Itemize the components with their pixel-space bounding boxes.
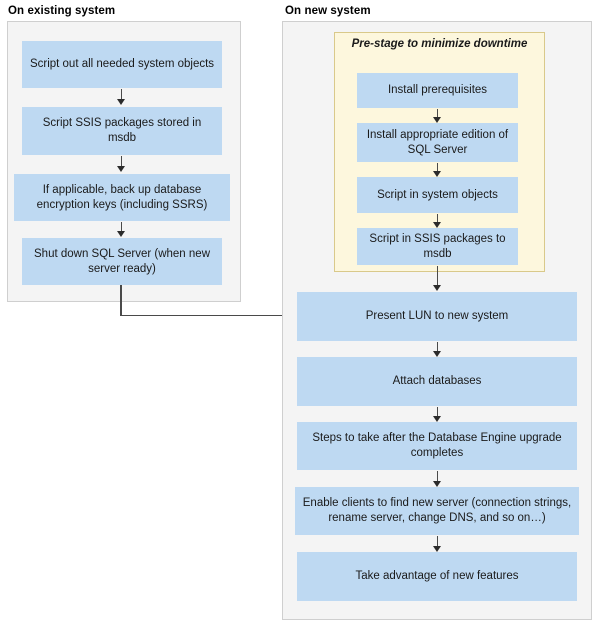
step-enable-clients-find-new-server[interactable]: Enable clients to find new server (conne… [295, 487, 579, 535]
step-present-lun[interactable]: Present LUN to new system [297, 292, 577, 341]
arrow-enable-clients-to-new-features [432, 536, 443, 552]
arrow-prereqs-to-edition [432, 109, 443, 123]
arrow-prestage-to-present-lun [432, 266, 443, 292]
pre-stage-group-title: Pre-stage to minimize downtime [351, 38, 528, 50]
step-label: Enable clients to find new server (conne… [302, 497, 572, 524]
step-label: Script SSIS packages stored in msdb [42, 117, 202, 144]
step-label: Install appropriate edition of SQL Serve… [366, 128, 509, 156]
arrow-script-ssis-to-backup-keys [116, 156, 127, 173]
arrow-script-objects-to-script-ssis [116, 89, 127, 106]
connector-existing-to-new-system [120, 285, 300, 321]
step-install-sql-server-edition[interactable]: Install appropriate edition of SQL Serve… [357, 123, 518, 162]
step-attach-databases[interactable]: Attach databases [297, 357, 577, 406]
step-label: If applicable, back up database encrypti… [36, 183, 208, 211]
arrow-attach-databases-to-post-upgrade-steps [432, 407, 443, 422]
arrow-script-in-system-objects-to-script-in-ssis [432, 214, 443, 228]
step-label: Take advantage of new features [355, 570, 519, 582]
step-label: Script in SSIS packages to msdb [369, 232, 506, 260]
step-label: Attach databases [392, 375, 482, 387]
new-system-panel-title: On new system [285, 5, 371, 17]
step-script-in-system-objects[interactable]: Script in system objects [357, 177, 518, 213]
step-label: Install prerequisites [387, 84, 488, 96]
step-label: Shut down SQL Server (when new server re… [34, 247, 210, 275]
arrow-present-lun-to-attach-databases [432, 342, 443, 357]
step-backup-encryption-keys[interactable]: If applicable, back up database encrypti… [14, 174, 230, 221]
step-label: Script out all needed system objects [29, 58, 215, 70]
step-take-advantage-of-new-features[interactable]: Take advantage of new features [297, 552, 577, 601]
step-label: Present LUN to new system [365, 310, 509, 322]
existing-system-panel-title: On existing system [8, 5, 116, 17]
step-script-out-system-objects[interactable]: Script out all needed system objects [22, 41, 222, 88]
step-post-upgrade-steps[interactable]: Steps to take after the Database Engine … [297, 422, 577, 470]
arrow-backup-keys-to-shutdown [116, 222, 127, 238]
step-script-ssis-packages[interactable]: Script SSIS packages stored in msdb [22, 107, 222, 155]
step-label: Script in system objects [377, 188, 498, 201]
step-install-prerequisites[interactable]: Install prerequisites [357, 73, 518, 108]
arrow-edition-to-script-in-system-objects [432, 163, 443, 177]
step-label: Steps to take after the Database Engine … [312, 432, 562, 459]
step-script-in-ssis-packages[interactable]: Script in SSIS packages to msdb [357, 228, 518, 265]
step-shut-down-sql-server[interactable]: Shut down SQL Server (when new server re… [22, 238, 222, 285]
arrow-post-upgrade-steps-to-enable-clients [432, 471, 443, 487]
